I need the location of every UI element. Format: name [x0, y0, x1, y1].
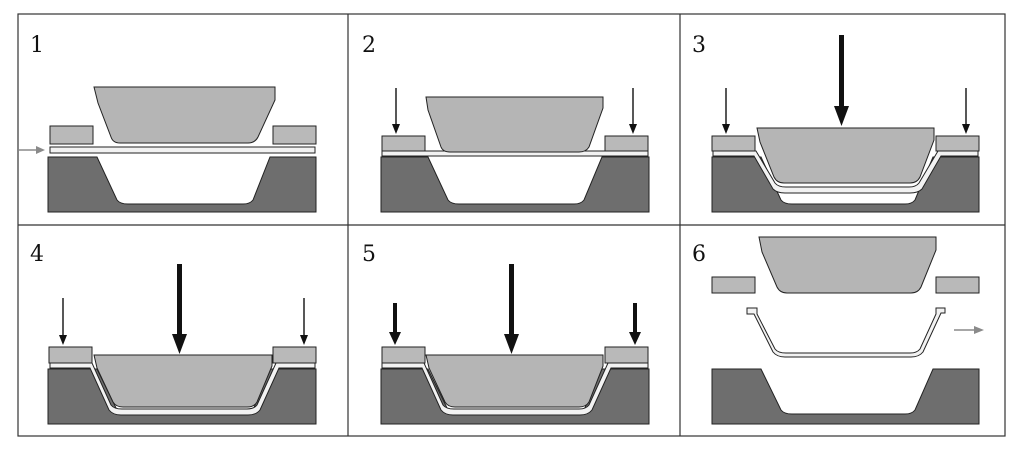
die	[47, 156, 317, 213]
panel-3: 3	[692, 33, 980, 213]
holder-force-arrow-left	[389, 303, 401, 345]
punch-force-arrow	[834, 35, 849, 126]
holder-force-arrow-right	[962, 88, 970, 134]
die	[711, 368, 980, 425]
punch	[93, 354, 273, 408]
panel-6-label: 6	[692, 242, 706, 267]
holder-force-arrow-left	[722, 88, 730, 134]
punch-force-arrow	[504, 264, 519, 354]
panel-1: 1	[19, 33, 317, 213]
blank-holder-right	[272, 125, 317, 145]
blank-holder-right	[272, 346, 317, 364]
blank-sheet	[49, 146, 316, 154]
blank-sheet-drawing	[712, 150, 979, 194]
blank-holder-right	[935, 276, 980, 294]
die	[380, 156, 650, 213]
punch-retracted	[758, 236, 937, 294]
blank-holder-left	[381, 135, 426, 152]
panel-5: 5	[362, 242, 650, 425]
blank-holder-left	[711, 276, 756, 294]
panel-3-label: 3	[692, 33, 706, 58]
holder-force-arrow-right	[300, 298, 308, 345]
panel-1-label: 1	[30, 33, 44, 58]
blank-holder-right	[935, 135, 980, 152]
panel-2: 2	[362, 33, 650, 213]
panel-grid	[17, 13, 1006, 437]
punch-force-arrow	[172, 264, 187, 354]
panel-5-label: 5	[362, 242, 376, 267]
holder-force-arrow-left	[59, 298, 67, 345]
punch	[425, 354, 604, 408]
eject-arrow	[954, 326, 984, 334]
drawn-cup-part	[746, 307, 946, 358]
punch	[756, 127, 935, 184]
punch	[93, 86, 276, 144]
holder-force-arrow-right	[629, 88, 637, 134]
blank-sheet-drawn	[381, 362, 649, 416]
blank-holder-left	[49, 125, 94, 145]
panel-4: 4	[30, 242, 317, 425]
blank-holder-left	[48, 346, 93, 364]
punch	[425, 96, 604, 153]
feed-arrow	[19, 146, 45, 154]
blank-holder-right	[604, 346, 649, 364]
blank-holder-right	[604, 135, 649, 152]
panel-2-label: 2	[362, 33, 376, 58]
blank-holder-left	[711, 135, 756, 152]
panel-4-label: 4	[30, 242, 44, 267]
holder-force-arrow-right	[629, 303, 641, 345]
panel-6: 6	[692, 236, 984, 425]
blank-holder-left	[381, 346, 426, 364]
holder-force-arrow-left	[392, 88, 400, 134]
blank-sheet-drawn	[49, 362, 316, 416]
